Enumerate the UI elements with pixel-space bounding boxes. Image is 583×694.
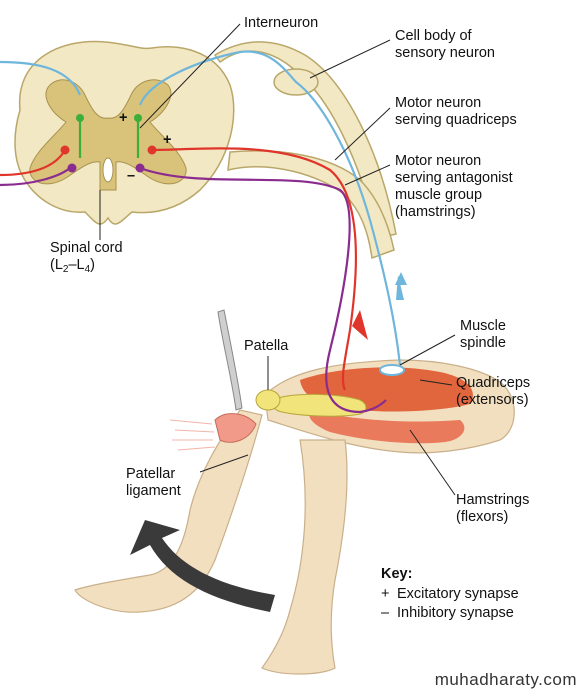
hamstrings-muscle xyxy=(309,410,465,444)
label-motor-quadriceps-line2: serving quadriceps xyxy=(395,112,517,128)
label-muscle-spindle: Muscle spindle xyxy=(460,318,506,352)
spinal-cord-gray-matter xyxy=(29,79,187,191)
synapse-minus-sign: – xyxy=(127,168,136,184)
label-spinal-cord-line1: Spinal cord xyxy=(50,240,123,256)
synapse-plus-sign-1: + xyxy=(119,110,128,126)
label-patellar-ligament-line2: ligament xyxy=(126,483,181,499)
label-cell-body-line1: Cell body of xyxy=(395,28,472,44)
label-cell-body-line2: sensory neuron xyxy=(395,45,495,61)
label-patellar-ligament: Patellar ligament xyxy=(126,466,181,500)
label-spinal-cord-line2: (L2–L4) xyxy=(50,257,123,278)
label-motor-antagonist: Motor neuron serving antagonist muscle g… xyxy=(395,153,513,221)
label-motor-antagonist-line4: (hamstrings) xyxy=(395,204,476,220)
motor-ham-body-right xyxy=(135,163,145,173)
key-title: Key: xyxy=(381,566,413,582)
spinal-sub-4: 4 xyxy=(84,264,91,275)
spinal-sub-2: 2 xyxy=(62,264,69,275)
muscle-spindle xyxy=(379,364,405,376)
label-muscle-spindle-line2: spindle xyxy=(460,335,506,351)
standing-leg xyxy=(261,439,348,675)
central-canal xyxy=(102,157,114,183)
interneuron-right-body xyxy=(134,114,142,122)
key-excitatory-row: + Excitatory synapse xyxy=(381,586,519,603)
label-muscle-spindle-line1: Muscle xyxy=(460,318,506,334)
spinal-close: ) xyxy=(90,257,96,273)
spinal-nerve xyxy=(213,41,397,260)
leg xyxy=(74,359,515,675)
femur-bone xyxy=(272,393,367,417)
label-patellar-ligament-line1: Patellar xyxy=(126,466,176,482)
label-motor-antagonist-line1: Motor neuron xyxy=(395,153,482,169)
label-motor-antagonist-line2: serving antagonist xyxy=(395,170,513,186)
label-motor-quadriceps-line1: Motor neuron xyxy=(395,95,482,111)
neuron-cell-bodies xyxy=(60,114,157,173)
signal-arrows xyxy=(352,272,407,340)
key-legend: Key: + Excitatory synapse –Inhibitory syn… xyxy=(381,566,519,622)
neuron-paths xyxy=(0,50,402,414)
motor-quad-body-right xyxy=(147,145,157,155)
spinal-l-open: (L xyxy=(50,257,63,273)
spinal-nerve-trunk xyxy=(227,150,395,260)
label-quadriceps-line2: (extensors) xyxy=(456,392,529,408)
interneuron xyxy=(78,118,140,158)
motion-lines xyxy=(169,419,216,451)
motor-neuron-hamstrings xyxy=(0,166,387,414)
sensory-neuron xyxy=(0,50,402,366)
label-quadriceps-line1: Quadriceps xyxy=(456,375,531,391)
sensory-up-arrow-icon xyxy=(395,272,407,300)
watermark: muhadharaty.com xyxy=(434,670,577,689)
label-hamstrings: Hamstrings (flexors) xyxy=(456,492,529,526)
label-spinal-cord: Spinal cord (L2–L4) xyxy=(50,240,123,278)
motor-ham-body-left xyxy=(67,163,77,173)
motor-neuron-quadriceps xyxy=(0,147,358,391)
motor-quad-body-left xyxy=(60,145,70,155)
synapse-plus-sign-2: + xyxy=(163,132,172,148)
interneuron-left-body xyxy=(76,114,84,122)
key-inhibitory-label: Inhibitory synapse xyxy=(397,605,514,621)
label-motor-quadriceps: Motor neuron serving quadriceps xyxy=(395,95,517,129)
leader-lines xyxy=(99,23,456,496)
key-inhibitory-sign: – xyxy=(381,605,390,621)
label-hamstrings-line1: Hamstrings xyxy=(456,492,530,508)
motor-down-arrow-icon xyxy=(352,310,368,340)
hammer-handle xyxy=(217,309,243,411)
label-quadriceps: Quadriceps (extensors) xyxy=(456,375,530,409)
key-excitatory-sign: + xyxy=(381,586,390,602)
lower-leg xyxy=(74,409,263,613)
key-excitatory-label: Excitatory synapse xyxy=(397,586,519,602)
kick-arrow-icon xyxy=(130,520,275,612)
label-patella: Patella xyxy=(244,338,289,354)
label-cell-body: Cell body of sensory neuron xyxy=(395,28,495,62)
label-interneuron: Interneuron xyxy=(244,15,319,31)
spinal-dash: –L xyxy=(68,257,85,273)
label-hamstrings-line2: (flexors) xyxy=(456,509,509,525)
label-motor-antagonist-line3: muscle group xyxy=(395,187,483,203)
hammer-head xyxy=(214,413,257,443)
reflex-hammer xyxy=(214,309,257,443)
key-inhibitory-row: –Inhibitory synapse xyxy=(381,605,519,622)
patella-bone xyxy=(255,389,281,411)
